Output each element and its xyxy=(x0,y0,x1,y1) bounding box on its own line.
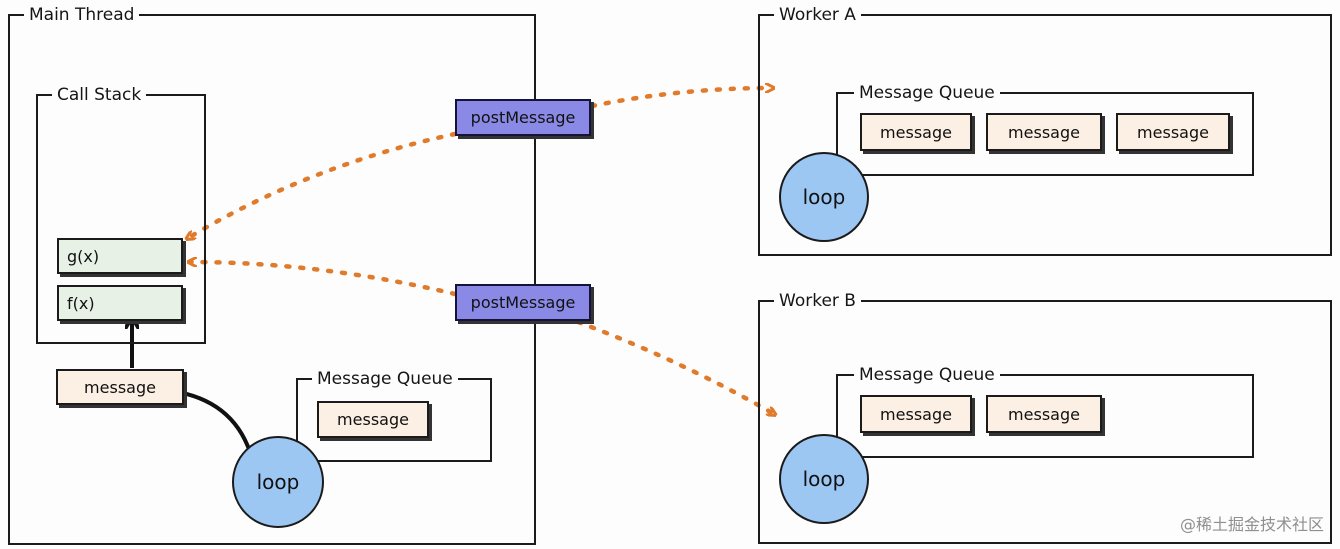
watermark: @稀土掘金技术社区 xyxy=(1179,515,1324,534)
worker-a-event-loop: loop xyxy=(779,152,869,242)
main-queue-message: message xyxy=(317,401,429,438)
post-message-bottom: postMessage xyxy=(455,284,591,321)
worker-a-queue-message: message xyxy=(986,113,1102,151)
message-label: message xyxy=(1137,122,1209,142)
message-label: message xyxy=(1008,404,1080,424)
message-queue-title: Message Queue xyxy=(854,82,1000,104)
arrow-top-postmessage-to-call-stack xyxy=(188,131,458,238)
worker-b-title: Worker B xyxy=(774,290,861,312)
main-thread-panel: Main Thread xyxy=(8,4,536,545)
loop-label: loop xyxy=(256,470,300,494)
message-label: message xyxy=(880,404,952,424)
call-stack-title: Call Stack xyxy=(52,84,147,106)
worker-b-event-loop: loop xyxy=(779,434,869,524)
message-label: message xyxy=(880,122,952,142)
worker-a-queue-message: message xyxy=(860,113,972,151)
loop-label: loop xyxy=(802,185,846,209)
arrow-to-worker-b xyxy=(575,319,774,414)
main-thread-event-loop: loop xyxy=(232,436,324,528)
arrow-loop-to-message xyxy=(172,391,252,453)
worker-b-panel: Worker B xyxy=(758,290,1332,544)
main-thread-current-message: message xyxy=(56,369,184,405)
call-stack-panel: Call Stack xyxy=(36,84,206,344)
message-queue-title: Message Queue xyxy=(854,364,1000,386)
worker-b-queue-message: message xyxy=(986,395,1102,433)
message-label: message xyxy=(84,377,156,397)
stack-frame-f: f(x) xyxy=(57,285,183,321)
post-message-label: postMessage xyxy=(470,108,576,127)
worker-b-queue-message: message xyxy=(860,395,972,433)
post-message-top: postMessage xyxy=(455,99,591,136)
worker-a-panel: Worker A xyxy=(758,4,1332,256)
message-queue-title: Message Queue xyxy=(312,368,458,390)
message-label: message xyxy=(337,410,409,429)
stack-frame-label: g(x) xyxy=(67,246,100,266)
stack-frame-g: g(x) xyxy=(57,238,183,274)
worker-b-message-queue: Message Queue xyxy=(836,364,1254,458)
loop-label: loop xyxy=(802,467,846,491)
main-thread-title: Main Thread xyxy=(24,4,140,26)
stack-frame-label: f(x) xyxy=(67,293,95,313)
message-label: message xyxy=(1008,122,1080,142)
worker-a-message-queue: Message Queue xyxy=(836,82,1254,176)
post-message-label: postMessage xyxy=(470,293,576,312)
worker-a-title: Worker A xyxy=(774,4,861,26)
arrow-to-worker-a xyxy=(589,88,772,109)
worker-a-queue-message: message xyxy=(1116,113,1230,151)
